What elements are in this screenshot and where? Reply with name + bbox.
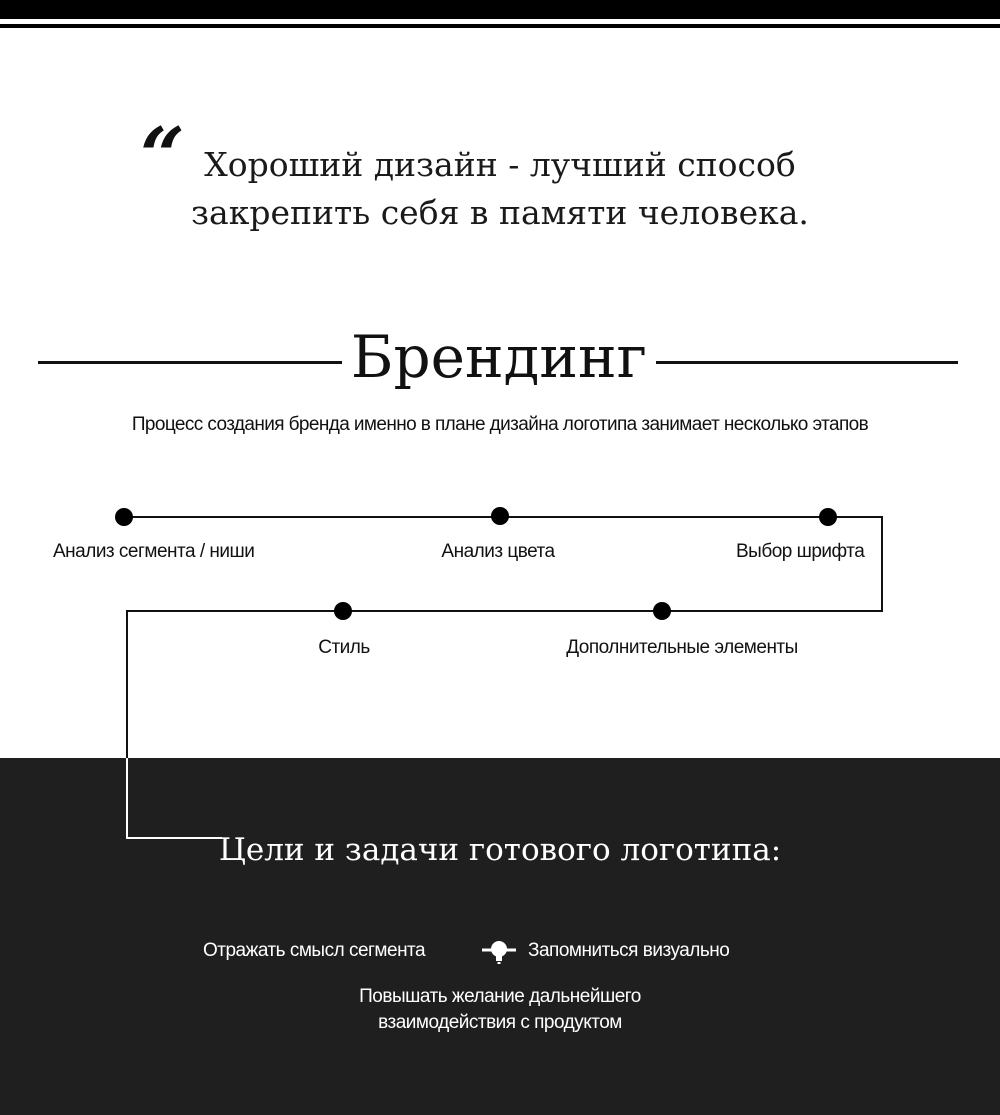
stage-label-1: Анализ сегмента / ниши (53, 541, 255, 562)
stage-label-2: Анализ цвета (441, 541, 555, 562)
goal-bottom-line-2: взаимодействия с продуктом (378, 1012, 622, 1033)
goal-increase-engagement: Повышать желание дальнейшего взаимодейст… (0, 984, 1000, 1036)
goal-bottom-line-1: Повышать желание дальнейшего (359, 986, 641, 1007)
quote-line-1: Хороший дизайн - лучший способ (204, 145, 796, 184)
timeline-node-1 (115, 508, 133, 526)
timeline-node-4 (334, 602, 352, 620)
quote-line-2: закрепить себя в памяти человека. (191, 193, 809, 232)
stage-label-3: Выбор шрифта (736, 541, 865, 562)
goals-title: Цели и задачи готового логотипа: (218, 832, 782, 868)
title-rule-left (38, 361, 342, 364)
quote-text: Хороший дизайн - лучший способ закрепить… (150, 141, 850, 237)
stage-label-4: Стиль (318, 637, 370, 658)
section-title: Брендинг (350, 323, 648, 391)
timeline-node-2 (491, 507, 509, 525)
lightbulb-icon (482, 941, 516, 964)
top-border-thick (0, 0, 1000, 19)
stage-label-5: Дополнительные элементы (566, 637, 798, 658)
quote-mark-icon: “ (140, 111, 185, 202)
section-subtitle: Процесс создания бренда именно в плане д… (131, 414, 869, 435)
title-rule-right (656, 361, 958, 364)
timeline-node-5 (653, 602, 671, 620)
goal-remember-visually: Запомниться визуально (528, 940, 730, 961)
timeline-node-3 (819, 508, 837, 526)
goal-reflect-segment: Отражать смысл сегмента (203, 940, 426, 961)
top-border-thin (0, 24, 1000, 28)
